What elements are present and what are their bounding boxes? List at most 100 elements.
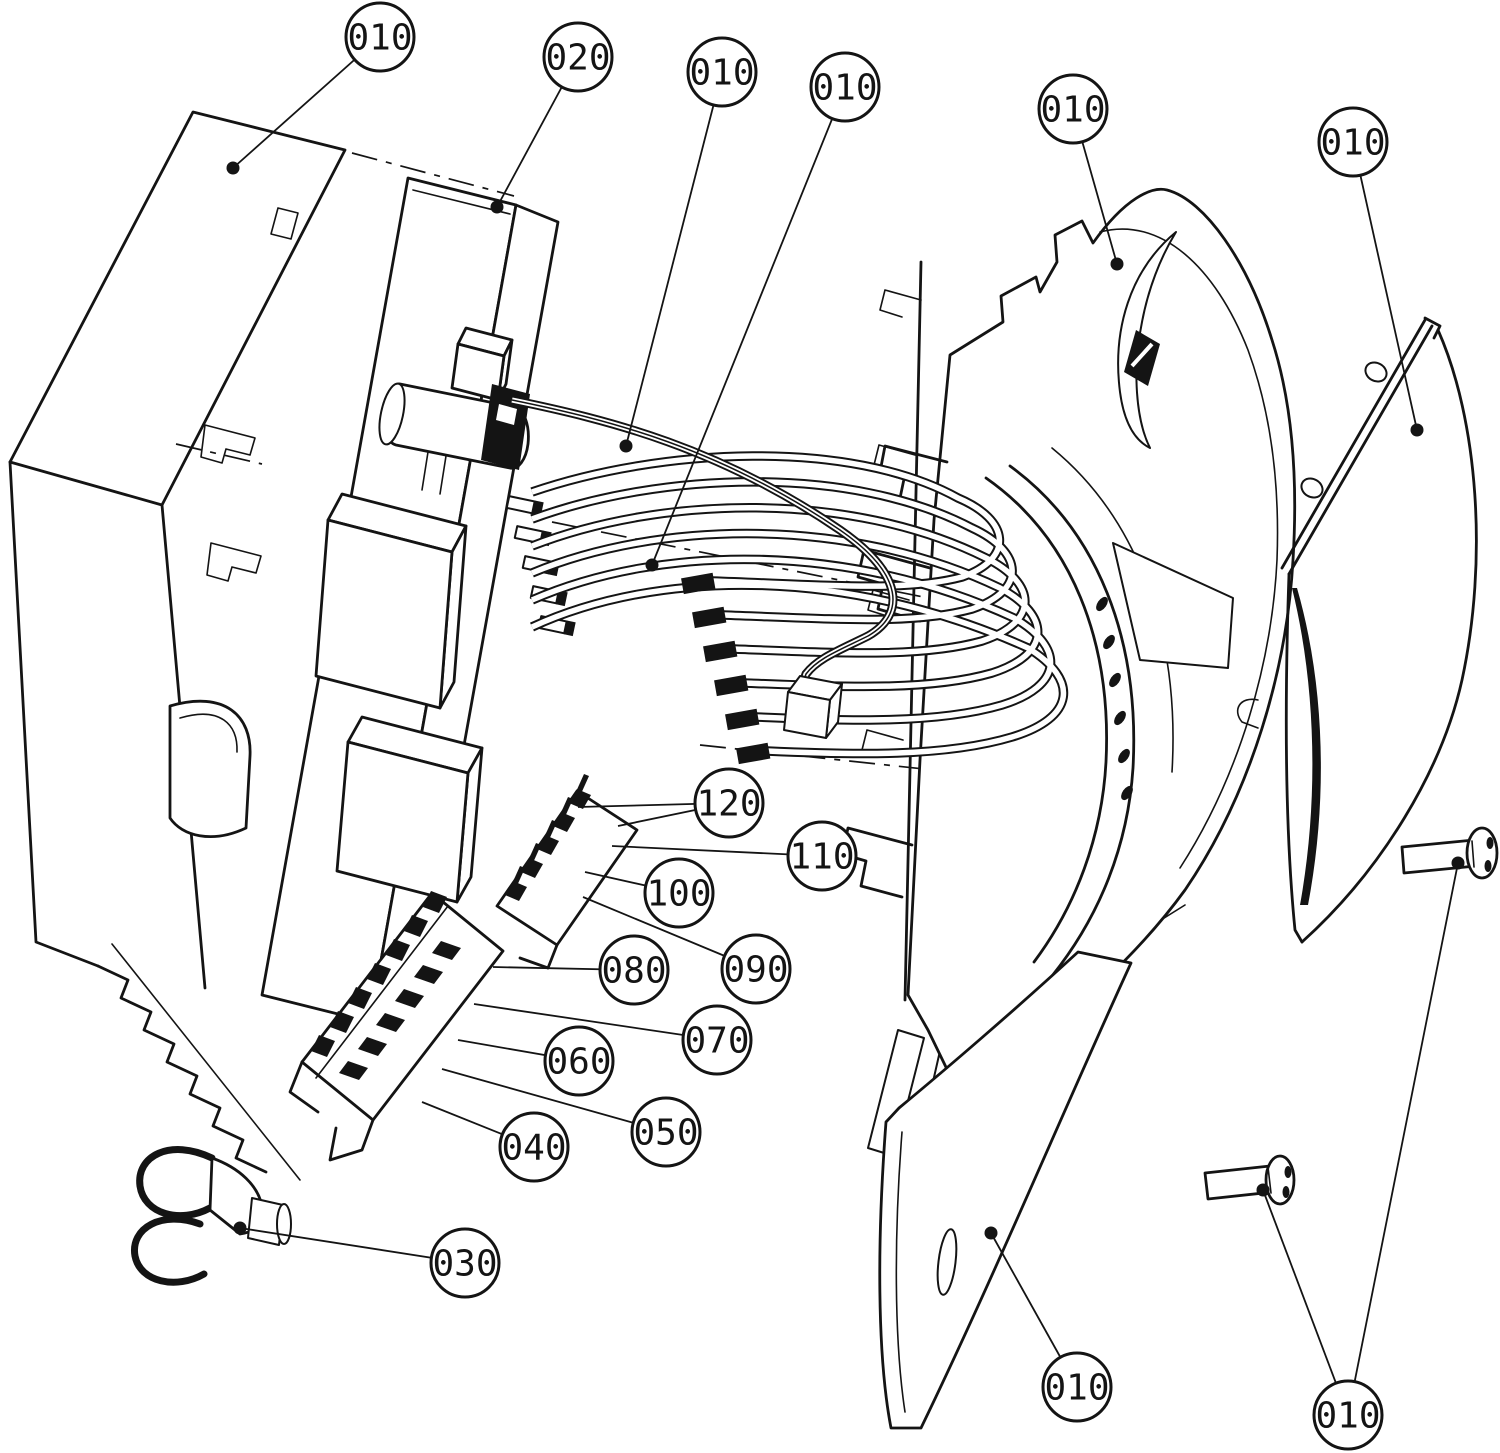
balloon-label: 110 — [789, 837, 854, 878]
leader-line — [239, 1227, 466, 1264]
housing-back-wall — [903, 260, 923, 1002]
balloon-label: 010 — [689, 53, 754, 94]
terminal-strip-short-body — [495, 789, 639, 947]
screw-lower-collar — [1267, 1166, 1272, 1194]
callout-090: 090 — [582, 896, 792, 1005]
leader-line — [473, 1003, 718, 1041]
center-line-left — [175, 443, 263, 465]
balloon-label: 010 — [1040, 90, 1105, 131]
callout-010-round-cable: 010 — [619, 36, 758, 453]
leader-dot — [1110, 257, 1124, 271]
callout-010-front-door: 010 — [1317, 106, 1424, 437]
screw-lower-slot — [1284, 1166, 1292, 1178]
pin-stub-tip — [563, 620, 576, 637]
housing-inner-rim — [1099, 228, 1279, 869]
screw-lower — [1203, 1154, 1296, 1206]
leader-dot — [1256, 1183, 1270, 1197]
relay-box-2-front — [335, 740, 470, 904]
screw-upper — [1400, 826, 1499, 880]
door-left-edge — [1284, 572, 1304, 944]
screw-upper-head — [1465, 826, 1499, 880]
callout-030-clip: 030 — [233, 1221, 501, 1299]
leader-line — [651, 86, 846, 566]
led-hole — [1096, 596, 1108, 612]
door-inner-crescent — [1292, 588, 1321, 905]
callout-010-back-cover: 010 — [226, 1, 416, 175]
door-top-bar-cap — [1423, 316, 1442, 340]
callout-110: 110 — [611, 820, 858, 892]
back-cover-top-face — [8, 110, 347, 507]
balloon-label: 010 — [812, 68, 877, 109]
balloon-circle — [681, 1004, 753, 1076]
clip-stub-end — [276, 1203, 292, 1245]
door-top-bar-outer — [1280, 318, 1427, 570]
round-cable — [511, 395, 898, 739]
ribbon-end-connector — [692, 606, 727, 629]
led-hole — [1109, 672, 1121, 688]
balloon-circle — [542, 21, 614, 93]
ribbon-connector-slot — [496, 404, 517, 425]
terminal-strip-short — [495, 774, 639, 970]
balloon-label: 010 — [1044, 1368, 1109, 1409]
balloon-circle — [630, 1096, 702, 1168]
housing-crescent-slot — [1117, 231, 1177, 449]
capacitor-legs — [421, 451, 447, 495]
callout-070: 070 — [473, 1003, 753, 1076]
back-cover-hook-1 — [200, 424, 256, 464]
pin-stub-tip — [555, 590, 568, 607]
leader-line — [441, 1068, 667, 1133]
display-window — [1112, 542, 1234, 669]
balloon-circle — [786, 820, 858, 892]
balloon-circle — [1312, 1379, 1384, 1451]
callout-010-front-housing: 010 — [1037, 73, 1124, 271]
ribbon-wire-core — [531, 505, 1028, 656]
callout-080: 080 — [492, 934, 670, 1006]
balloon-circle — [598, 934, 670, 1006]
terminal-short-teeth — [505, 789, 591, 901]
back-cover-vent — [270, 207, 299, 240]
front-door-part — [1236, 316, 1478, 944]
terminal-strip-long-foot-2 — [288, 1060, 320, 1114]
leader-line — [1347, 862, 1459, 1416]
screw-upper-slot — [1486, 837, 1494, 849]
leader-dot — [984, 1226, 998, 1240]
ribbon-cable-bundle — [530, 451, 1069, 765]
callout-010-screws: 010 — [1256, 856, 1465, 1451]
leader-line — [1352, 141, 1418, 431]
balloon-circle — [1041, 1351, 1113, 1423]
ribbon-end-connector — [681, 572, 716, 595]
pin-stub — [505, 495, 536, 515]
balloon-label: 100 — [646, 874, 711, 915]
back-cover-fins — [96, 964, 268, 1174]
back-cover-bracket — [168, 699, 252, 838]
lower-cover-outline — [878, 950, 1133, 1430]
terminal-block-row — [339, 941, 461, 1080]
back-cover-part — [8, 110, 347, 1181]
cable-plug-front — [783, 691, 831, 739]
back-cover-bracket-inner — [179, 713, 238, 753]
balloon-label: 010 — [1320, 123, 1385, 164]
back-cover-left-edge — [8, 460, 100, 968]
back-cover-fins-inner — [111, 943, 301, 1181]
door-right-bow — [1300, 328, 1478, 944]
balloon-circle — [720, 933, 792, 1005]
ribbon-end-connector — [703, 640, 738, 663]
housing-step-tab-2 — [856, 548, 932, 623]
leader-dot — [645, 558, 659, 572]
center-line-top — [351, 152, 515, 197]
balloon-label: 050 — [633, 1113, 698, 1154]
terminal-strip-long-foot-1 — [328, 1118, 375, 1162]
balloon-circle — [686, 36, 758, 108]
brand-logo-slash — [1130, 342, 1154, 368]
housing-back-tab-1 — [879, 289, 922, 318]
callout-120: 120 — [577, 767, 765, 839]
screw-upper-collar — [1471, 840, 1475, 868]
bezel-arc-outer — [984, 476, 1108, 964]
balloon-label: 010 — [1315, 1396, 1380, 1437]
callout-010-lower-cover: 010 — [984, 1226, 1113, 1423]
clip-ring-1 — [136, 1146, 216, 1220]
callout-040: 040 — [421, 1101, 570, 1183]
balloon-circle — [429, 1227, 501, 1299]
